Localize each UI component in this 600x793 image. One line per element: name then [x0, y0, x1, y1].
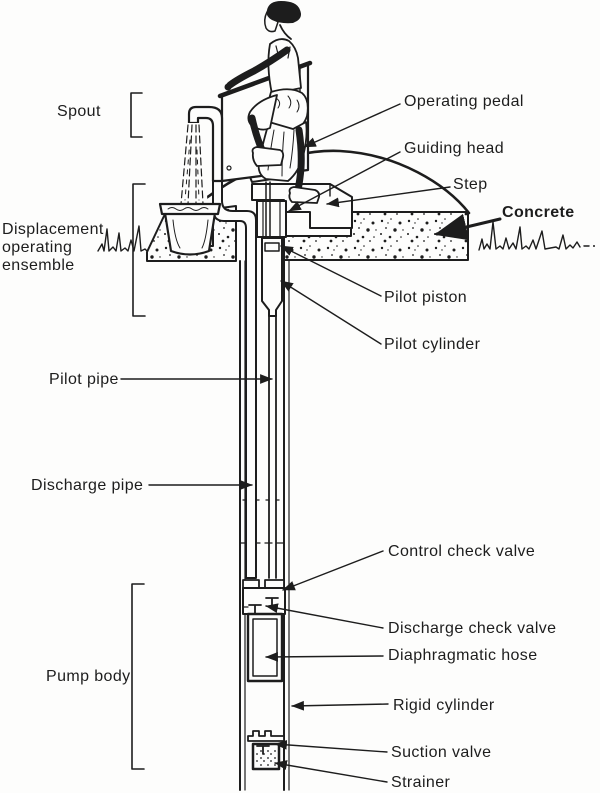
- label-pump-body: Pump body: [46, 668, 131, 685]
- person-arm: [226, 46, 291, 89]
- dome-arc: [148, 149, 471, 250]
- pump-body-assembly: [242, 579, 286, 683]
- person-back-foot: [288, 186, 321, 204]
- label-brackets: [130, 92, 146, 770]
- pilot-pipe-run: [265, 315, 280, 579]
- label-spout: Spout: [57, 103, 101, 120]
- label-guiding-head: Guiding head: [404, 140, 504, 157]
- label-suction-valve: Suction valve: [391, 744, 492, 761]
- spout-pipe: [187, 105, 224, 183]
- leader-strainer: [274, 760, 388, 783]
- label-displacement-operating-ensemble: Displacement operating ensemble: [2, 221, 104, 275]
- person-back-shin: [294, 126, 305, 194]
- label-line-operating: operating: [2, 239, 73, 256]
- label-line-ensemble: ensemble: [2, 257, 75, 274]
- leader-guiding-head: [288, 151, 401, 212]
- label-step: Step: [453, 176, 488, 193]
- label-strainer: Strainer: [391, 774, 451, 791]
- label-control-check-valve: Control check valve: [388, 543, 536, 560]
- pilot-cylinder-assembly: [261, 237, 283, 317]
- leader-arrows: [120, 103, 502, 783]
- leader-rigid-cylinder: [291, 700, 389, 711]
- leader-suction-valve: [274, 739, 388, 753]
- label-discharge-pipe: Discharge pipe: [31, 477, 144, 494]
- piston-rod: [265, 181, 271, 243]
- bracket-spout: [130, 92, 143, 138]
- leader-discharge-check-valve: [265, 603, 384, 629]
- leader-pilot-cylinder: [280, 280, 382, 345]
- pilot-piston-part: [264, 242, 280, 252]
- label-pilot-pipe: Pilot pipe: [49, 371, 119, 388]
- label-pilot-cylinder: Pilot cylinder: [384, 336, 481, 353]
- leader-control-check-valve: [282, 550, 384, 591]
- label-line-displacement: Displacement: [2, 221, 104, 238]
- person-figure: [224, 1, 321, 204]
- label-discharge-check-valve: Discharge check valve: [388, 620, 557, 637]
- person-hair: [266, 1, 301, 24]
- leader-pilot-piston: [280, 245, 382, 297]
- water-stream: [176, 123, 208, 206]
- ground-squiggle-left: [97, 225, 148, 252]
- leader-step: [326, 186, 451, 208]
- bracket-pump-body: [131, 583, 145, 770]
- person-neck: [279, 24, 292, 40]
- label-rigid-cylinder: Rigid cylinder: [393, 697, 495, 714]
- water-pot: [158, 202, 222, 256]
- leader-diaphragmatic-hose: [265, 651, 384, 662]
- bracket-displacement-ensemble: [132, 183, 146, 317]
- ground-squiggle-right: [478, 221, 595, 251]
- leader-operating-pedal: [303, 103, 401, 148]
- label-concrete: Concrete: [502, 204, 575, 221]
- label-operating-pedal: Operating pedal: [404, 93, 524, 110]
- label-pilot-piston: Pilot piston: [384, 289, 468, 306]
- person-torso: [267, 38, 302, 95]
- guiding-head-block: [256, 200, 287, 238]
- label-diaphragmatic-hose: Diaphragmatic hose: [388, 647, 538, 664]
- leader-concrete: [434, 213, 502, 241]
- person-front-foot: [251, 146, 285, 167]
- discharge-check-valve-part: [248, 604, 262, 614]
- suction-valve-part: [256, 745, 270, 755]
